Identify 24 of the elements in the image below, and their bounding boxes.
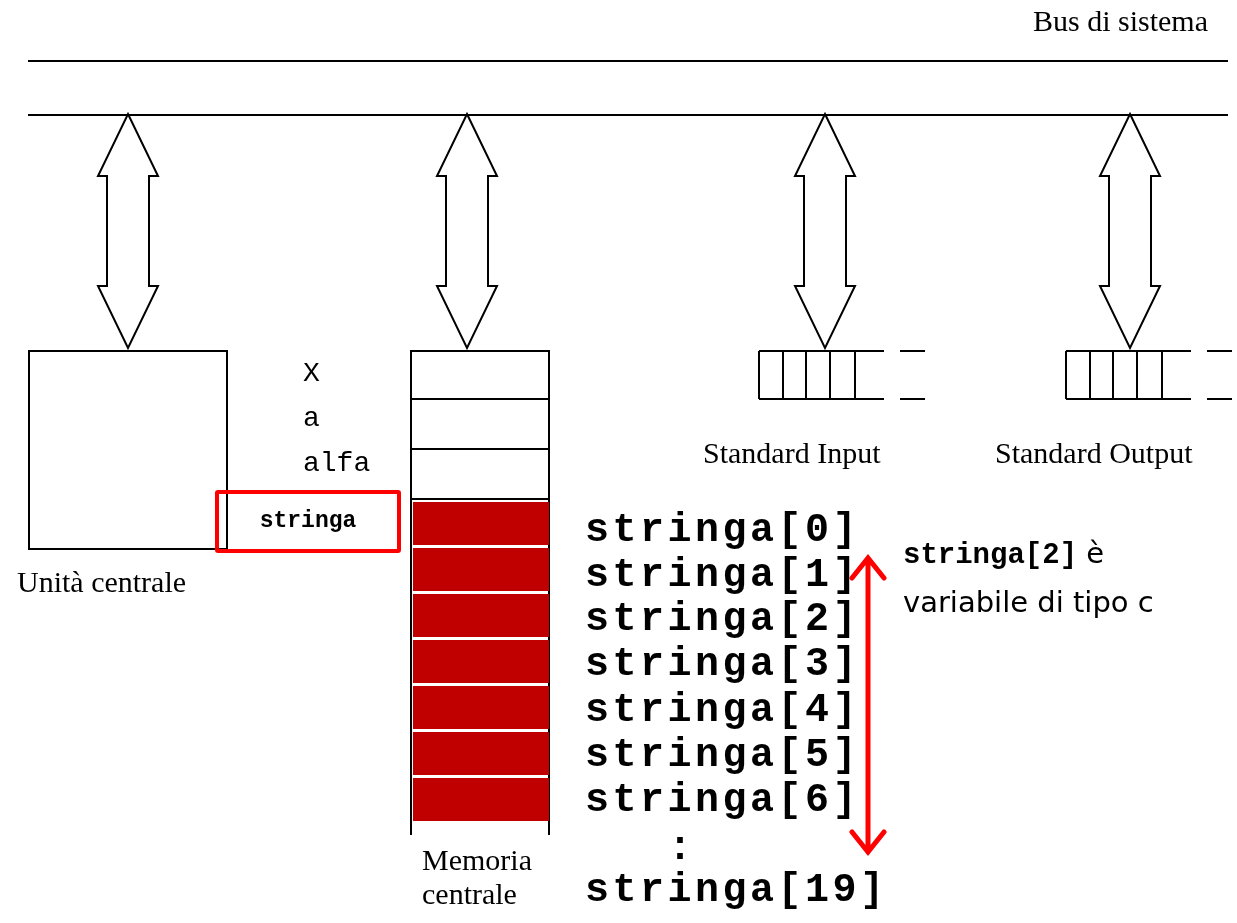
bus-label: Bus di sistema [1033, 4, 1208, 38]
variable-name: a [303, 403, 320, 434]
array-element: stringa[1] [585, 553, 861, 599]
array-element: stringa[19] [585, 868, 888, 914]
array-element: stringa[2] [585, 597, 861, 643]
double-arrow [1098, 111, 1162, 351]
double-arrow [96, 111, 160, 351]
double-arrow [793, 111, 857, 351]
variable-name: alfa [303, 448, 371, 479]
array-element: stringa[3] [585, 642, 861, 688]
double-arrow [435, 111, 499, 351]
array-element: stringa[0] [585, 508, 861, 554]
note-text: stringa[2] è variabile di tipo c [903, 535, 1155, 621]
array-element: stringa[6] [585, 778, 861, 824]
array-element: stringa[5] [585, 733, 861, 779]
array-element: stringa[4] [585, 688, 861, 734]
device-label: Standard Output [995, 436, 1193, 470]
variable-name: stringa [258, 508, 358, 534]
variable-box [215, 490, 401, 553]
memory-label: Memoria centrale [422, 843, 533, 911]
variable-name: X [303, 358, 320, 389]
cpu-label: Unità centrale [17, 565, 187, 599]
ellipsis-mark: : [668, 826, 692, 871]
device-label: Standard Input [703, 436, 881, 470]
